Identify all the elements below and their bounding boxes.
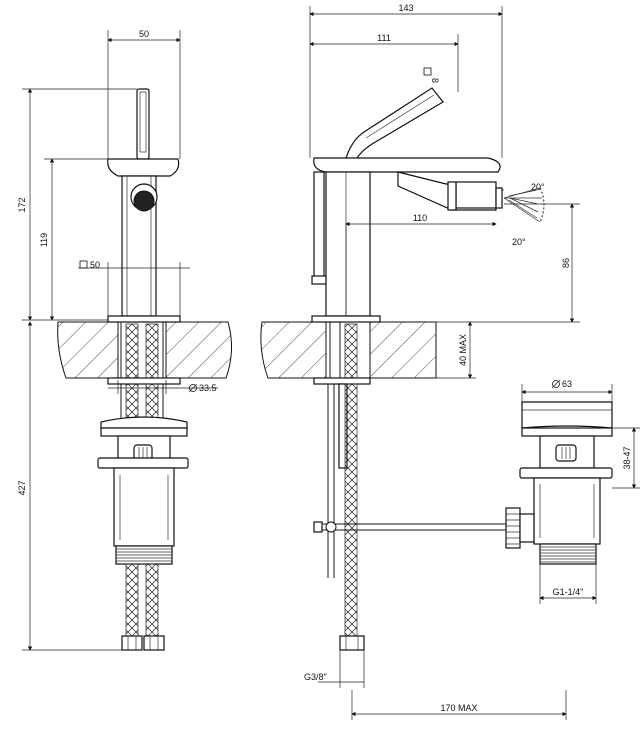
front-view: 50 172 119 50 xyxy=(17,29,232,651)
waste-flange xyxy=(519,467,613,479)
dim-under-height: 427 xyxy=(17,321,122,651)
dim-waste-thread-label: G1-1/4" xyxy=(553,587,584,597)
side-body xyxy=(325,171,371,317)
dim-outlet-height-label: 86 xyxy=(561,258,571,268)
front-inlet-nut-right xyxy=(143,635,165,651)
dim-outlet-height: 86 xyxy=(436,203,580,323)
dim-base-square-label: 50 xyxy=(90,260,100,270)
angle-down-label: 20° xyxy=(512,237,526,247)
front-hose-right xyxy=(145,323,159,421)
front-lever xyxy=(136,88,150,160)
front-waste-cap xyxy=(100,416,188,429)
dim-front-width-label: 50 xyxy=(139,29,149,39)
square-icon xyxy=(423,67,432,76)
side-spout-head xyxy=(455,181,497,209)
front-base xyxy=(107,315,181,323)
side-inlet-nut xyxy=(339,635,365,651)
dim-side-width-label: 143 xyxy=(398,3,413,13)
dim-waste-reach: 170 MAX xyxy=(351,690,567,720)
dim-lever-square: 8 xyxy=(423,67,440,83)
waste-cap xyxy=(521,401,613,429)
front-fixing-nut xyxy=(107,377,181,385)
dim-waste-diameter-label: 63 xyxy=(562,379,572,389)
dim-side-width-inner-label: 111 xyxy=(377,33,391,43)
dim-counter-max-label: 40 MAX xyxy=(458,334,468,366)
side-lever xyxy=(345,87,444,161)
waste-thread xyxy=(539,543,597,565)
front-lever-inner xyxy=(139,91,147,153)
dim-base-square: 50 xyxy=(78,260,190,316)
front-counter-left xyxy=(57,321,119,379)
dim-spout-reach: 110 xyxy=(345,213,497,316)
front-counter-right xyxy=(165,321,232,379)
dim-waste-range: 38-47 xyxy=(612,427,640,489)
side-counter-right xyxy=(369,321,437,379)
square-icon xyxy=(79,260,88,269)
side-pull-rod xyxy=(313,171,325,281)
dim-spout-height-label: 119 xyxy=(39,233,49,247)
side-hose xyxy=(344,383,358,637)
dim-total-height: 172 xyxy=(17,88,137,321)
dim-inlet-thread-label: G3/8" xyxy=(304,672,327,682)
dim-counter-max: 40 MAX xyxy=(436,321,476,379)
dim-waste-diameter: 63 xyxy=(521,379,613,402)
front-hose-left xyxy=(125,323,139,421)
dim-spout-height: 119 xyxy=(39,158,108,321)
dim-waste-reach-label: 170 MAX xyxy=(440,703,477,713)
dim-waste-thread: G1-1/4" xyxy=(539,564,597,604)
front-waste-thread xyxy=(115,545,173,565)
dim-waste-range-label: 38-47 xyxy=(622,446,632,469)
diameter-icon xyxy=(189,384,197,392)
side-view: 143 111 8 110 20° 20° 86 xyxy=(260,3,580,720)
front-inlet-nut-left xyxy=(121,635,143,651)
side-counter-left xyxy=(260,321,327,379)
side-linkage-clamp xyxy=(325,521,337,533)
dim-total-height-label: 172 xyxy=(17,197,27,212)
dim-side-width: 143 xyxy=(309,3,503,158)
angle-up-label: 20° xyxy=(531,182,545,192)
dim-hole-diameter-label: 33.5 xyxy=(199,383,217,393)
dim-side-width-inner: 111 xyxy=(309,33,459,92)
side-fixing-nut xyxy=(313,377,371,385)
dim-front-width: 50 xyxy=(107,29,181,159)
diameter-icon xyxy=(552,380,560,388)
side-base xyxy=(311,315,381,323)
dim-inlet-thread: G3/8" xyxy=(304,672,364,683)
waste-detail-view: 63 38-47 G1-1/4" xyxy=(505,379,640,604)
side-spray-cone xyxy=(503,187,545,223)
dim-under-height-label: 427 xyxy=(17,480,27,495)
dim-hole-diameter: 33.5 xyxy=(108,380,218,394)
front-cap xyxy=(107,158,180,177)
dim-lever-square-label: 8 xyxy=(430,78,440,83)
front-waste-flange xyxy=(97,457,189,469)
side-cap xyxy=(313,157,501,173)
dim-spout-reach-label: 110 xyxy=(413,213,427,223)
